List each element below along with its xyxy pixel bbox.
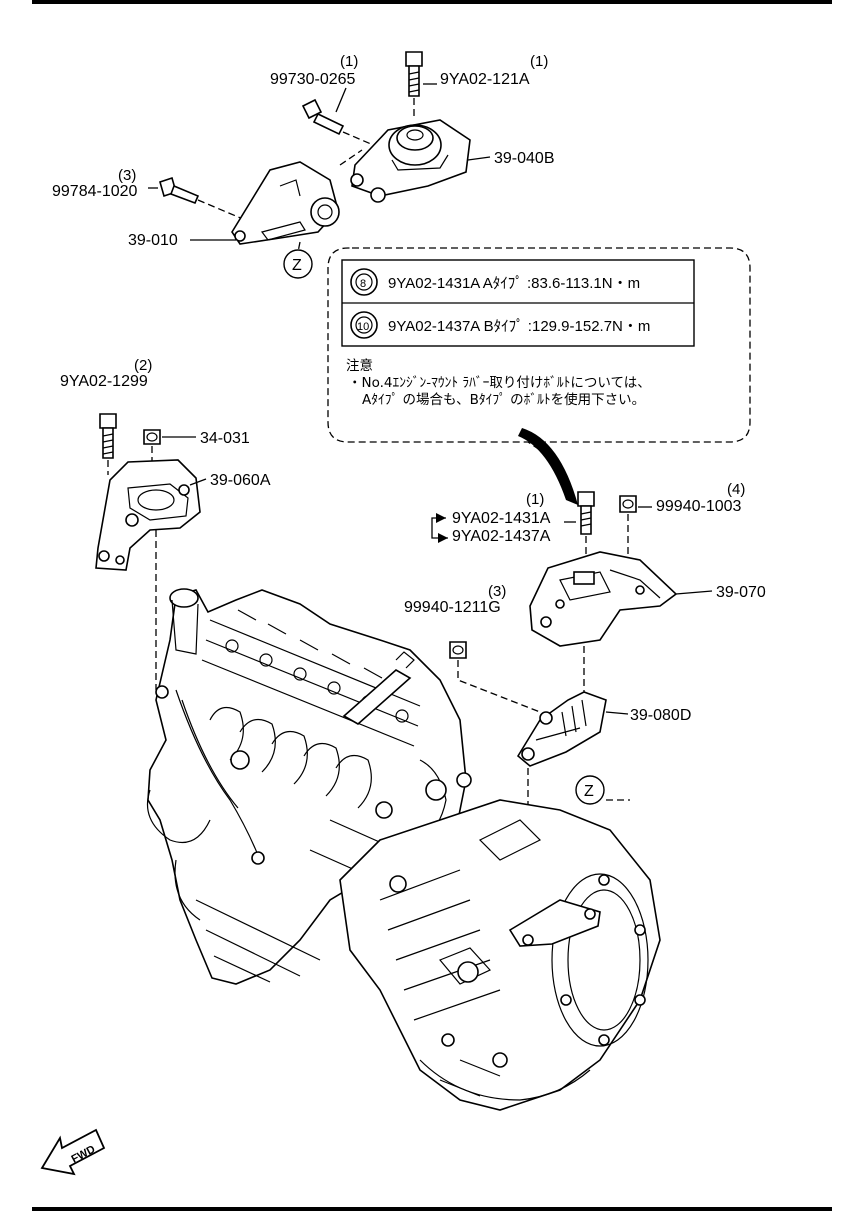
mount-39-060a [95, 459, 201, 571]
nut-99940-1003 [619, 495, 637, 513]
label-99730-0265: 99730-0265 [270, 71, 356, 88]
qty-99784-1020: (3) [118, 167, 136, 184]
qty-99730-0265: (1) [340, 53, 358, 70]
view-marker-z-upper-label: Z [292, 257, 302, 274]
label-39-060a: 39-060A [210, 472, 271, 489]
bolt-99730-0265 [301, 98, 345, 136]
label-39-070: 39-070 [716, 584, 766, 601]
bracket-39-010 [231, 161, 340, 245]
mount-39-040b-assembly [159, 51, 471, 253]
mount-39-040b [350, 119, 471, 203]
nut-99940-1211g [449, 641, 467, 659]
label-9ya02-1437a: 9YA02-1437A [452, 528, 551, 545]
bolt-99784-1020 [159, 176, 200, 205]
qty-9ya02-1431a: (1) [526, 491, 544, 508]
view-marker-z-lower: Z [575, 775, 630, 805]
bracket-39-080d [516, 691, 607, 767]
torque-text-2: 9YA02-1437A Bﾀｲﾌﾟ :129.9-152.7N・m [388, 318, 650, 335]
qty-99940-1003: (4) [727, 481, 745, 498]
qty-9ya02-121a: (1) [530, 53, 548, 70]
mount-39-060a-assembly [95, 413, 201, 690]
torque-badge-1: 8 [360, 278, 366, 290]
label-99940-1003: 99940-1003 [656, 498, 742, 515]
bolt-9ya02-1299 [99, 413, 117, 459]
torque-row-2: 10 9YA02-1437A Bﾀｲﾌﾟ :129.9-152.7N・m [350, 311, 650, 339]
qty-99940-1211g: (3) [488, 583, 506, 600]
view-marker-z-lower-label: Z [584, 783, 594, 800]
note-line-2: Aﾀｲﾌﾟ の場合も、Bﾀｲﾌﾟ のﾎﾞﾙﾄを使用下さい。 [362, 391, 645, 408]
label-99784-1020: 99784-1020 [52, 183, 138, 200]
label-39-040b: 39-040B [494, 150, 555, 167]
note-line-1: ・No.4ｴﾝｼﾞﾝ-ﾏｳﾝﾄ ﾗﾊﾞｰ取り付けﾎﾞﾙﾄについては、 [348, 375, 651, 391]
label-39-010: 39-010 [128, 232, 178, 249]
mount-39-070-assembly [449, 491, 678, 940]
label-9ya02-121a: 9YA02-121A [440, 71, 530, 88]
label-9ya02-1299: 9YA02-1299 [60, 373, 148, 390]
note-pointer-arrow [518, 428, 578, 505]
torque-text-1: 9YA02-1431A Aﾀｲﾌﾟ :83.6-113.1N・m [388, 275, 640, 292]
fwd-arrow: FWD [40, 1128, 106, 1176]
mount-39-070 [529, 551, 678, 647]
nut-34-031 [143, 429, 161, 445]
label-34-031: 34-031 [200, 430, 250, 447]
label-99940-1211g: 99940-1211G [404, 599, 501, 616]
torque-row-1: 8 9YA02-1431A Aﾀｲﾌﾟ :83.6-113.1N・m [350, 268, 640, 296]
label-39-080d: 39-080D [630, 707, 691, 724]
view-marker-z-upper: Z [283, 249, 313, 279]
qty-9ya02-1299: (2) [134, 357, 152, 374]
bolt-9ya02-1431a [577, 491, 595, 535]
torque-note-box: 8 9YA02-1431A Aﾀｲﾌﾟ :83.6-113.1N・m 10 9Y… [327, 247, 751, 451]
bolt-9ya02-121a [405, 51, 423, 97]
engine-transaxle-drawing [146, 588, 661, 1111]
note-title: 注意 [346, 357, 373, 374]
torque-badge-2: 10 [357, 321, 369, 333]
label-9ya02-1431a: 9YA02-1431A [452, 510, 551, 527]
